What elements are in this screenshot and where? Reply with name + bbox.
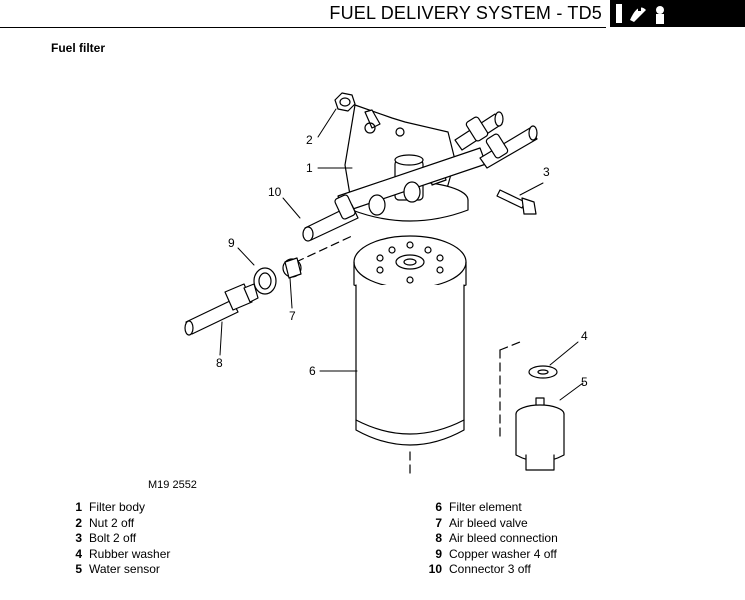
legend-number: 3 [75,531,82,545]
callout-9: 9 [228,236,235,250]
legend-label: Filter body [89,500,146,514]
callout-1: 1 [306,161,313,175]
legend-number: 10 [428,562,442,576]
legend-label: Copper washer 4 off [449,546,557,561]
legend-item: 10 Connector 3 off [410,562,558,578]
legend-label: Air bleed valve [449,515,528,530]
callout-labels: 2 1 3 10 9 7 8 6 4 5 [216,133,588,389]
copper-washer [253,267,277,295]
air-bleed-connection [184,283,259,336]
legend-item: 7 Air bleed valve [410,516,558,532]
connector-left [302,194,359,242]
callout-10: 10 [268,185,282,199]
section-title: Fuel filter [51,41,106,55]
legend-label: Connector 3 off [449,562,531,576]
legend-label: Bolt 2 off [89,531,137,545]
legend-number: 4 [75,546,82,561]
legend-item: 8 Air bleed connection [410,531,558,547]
callout-7: 7 [289,309,296,323]
header-rule [0,27,606,28]
section-logo [610,0,745,27]
leader-lines [219,108,584,401]
air-bleed-valve [282,257,302,279]
figure-reference: M19 2552 [148,479,197,491]
nut [334,92,356,112]
callout-5: 5 [581,375,588,389]
legend-item: 2 Nut 2 off [58,516,170,532]
callout-6: 6 [309,364,316,378]
legend-item: 9 Copper washer 4 off [410,547,558,563]
legend-number: 7 [435,515,442,530]
legend-item: 4 Rubber washer [58,547,170,563]
legend-label: Air bleed connection [449,531,558,545]
legend-item: 6 Filter element [410,500,558,516]
callout-8: 8 [216,356,223,370]
legend-number: 5 [75,562,82,576]
legend-item: 5 Water sensor [58,562,170,578]
callout-4: 4 [581,329,588,343]
legend-number: 2 [75,515,82,530]
legend-label: Nut 2 off [89,515,135,530]
water-sensor [515,397,565,471]
legend-item: 1 Filter body [58,500,170,516]
legend-label: Water sensor [89,562,160,576]
page-header-title: FUEL DELIVERY SYSTEM - TD5 [329,3,602,23]
callout-3: 3 [543,165,550,179]
legend-number: 1 [75,500,82,514]
bolt [496,189,537,215]
vehicle-icon [610,0,745,27]
fuel-filter-diagram: 2 1 3 10 9 7 8 6 4 5 [184,92,588,479]
callout-2: 2 [306,133,313,147]
legend-label: Rubber washer [89,546,171,561]
legend-number: 9 [435,546,442,561]
legend-number: 8 [435,531,442,545]
top-connectors [454,111,538,169]
legend-item: 3 Bolt 2 off [58,531,170,547]
legend-right: 6 Filter element 7 Air bleed valve 8 Air… [410,500,558,578]
legend-left: 1 Filter body 2 Nut 2 off 3 Bolt 2 off 4… [58,500,170,578]
legend-label: Filter element [449,500,522,514]
filter-element [353,235,467,446]
legend-number: 6 [435,500,442,514]
assembly-lines [295,235,521,479]
rubber-washer [528,365,558,379]
